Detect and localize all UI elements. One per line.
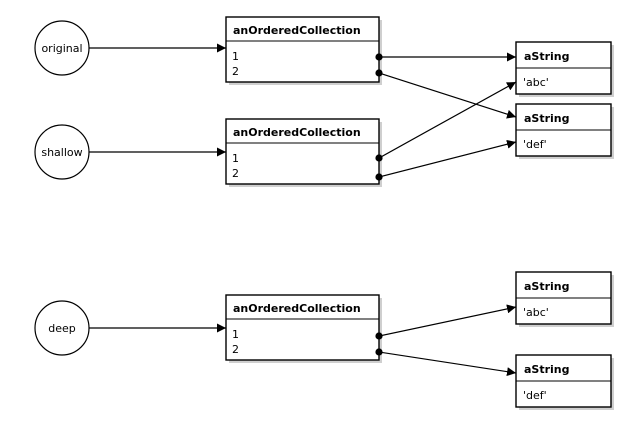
edge-original-slot2-to-def: [378, 72, 517, 119]
string-def-deep: aString 'def': [515, 354, 614, 410]
string-abc-shared-value: 'abc': [523, 76, 549, 89]
slot-dot-shallow-1: [375, 154, 383, 162]
string-abc-shared-title: aString: [524, 50, 570, 63]
slot-dot-original-1: [375, 53, 383, 61]
slot-dot-original-2: [375, 69, 383, 77]
slot-dot-deep-1: [375, 332, 383, 340]
edge-deep-slot1-to-abc: [378, 304, 517, 337]
string-abc-shared: aString 'abc': [515, 41, 614, 97]
collection-shallow: anOrderedCollection 1 2: [225, 118, 382, 187]
edge-shallow-slot1-to-abc: [378, 81, 517, 159]
string-def-shared-value: 'def': [523, 138, 547, 151]
collection-shallow-slot-2: 2: [232, 167, 239, 180]
string-abc-deep-value: 'abc': [523, 306, 549, 319]
string-def-shared-title: aString: [524, 112, 570, 125]
variable-deep: deep: [34, 300, 90, 356]
collection-deep-title: anOrderedCollection: [233, 302, 361, 315]
collection-shallow-title: anOrderedCollection: [233, 126, 361, 139]
collection-original: anOrderedCollection 1 2: [225, 16, 382, 85]
string-def-shared: aString 'def': [515, 103, 614, 159]
collection-deep-slot-2: 2: [232, 343, 239, 356]
variable-original-label: original: [41, 42, 82, 55]
edge-deep-slot2-to-def: [378, 351, 517, 377]
edge-shallow-slot2-to-def: [378, 139, 517, 178]
collection-deep: anOrderedCollection 1 2: [225, 294, 382, 363]
variable-original: original: [34, 20, 90, 76]
string-def-deep-value: 'def': [523, 389, 547, 402]
slot-dot-deep-2: [375, 348, 383, 356]
slot-dot-shallow-2: [375, 173, 383, 181]
collection-original-slot-2: 2: [232, 65, 239, 78]
variable-shallow-label: shallow: [41, 146, 82, 159]
string-def-deep-title: aString: [524, 363, 570, 376]
collection-deep-slot-1: 1: [232, 328, 239, 341]
variable-shallow: shallow: [34, 124, 90, 180]
variable-deep-label: deep: [48, 322, 76, 335]
string-abc-deep: aString 'abc': [515, 271, 614, 327]
collection-shallow-slot-1: 1: [232, 152, 239, 165]
collection-original-title: anOrderedCollection: [233, 24, 361, 37]
collection-original-slot-1: 1: [232, 50, 239, 63]
string-abc-deep-title: aString: [524, 280, 570, 293]
